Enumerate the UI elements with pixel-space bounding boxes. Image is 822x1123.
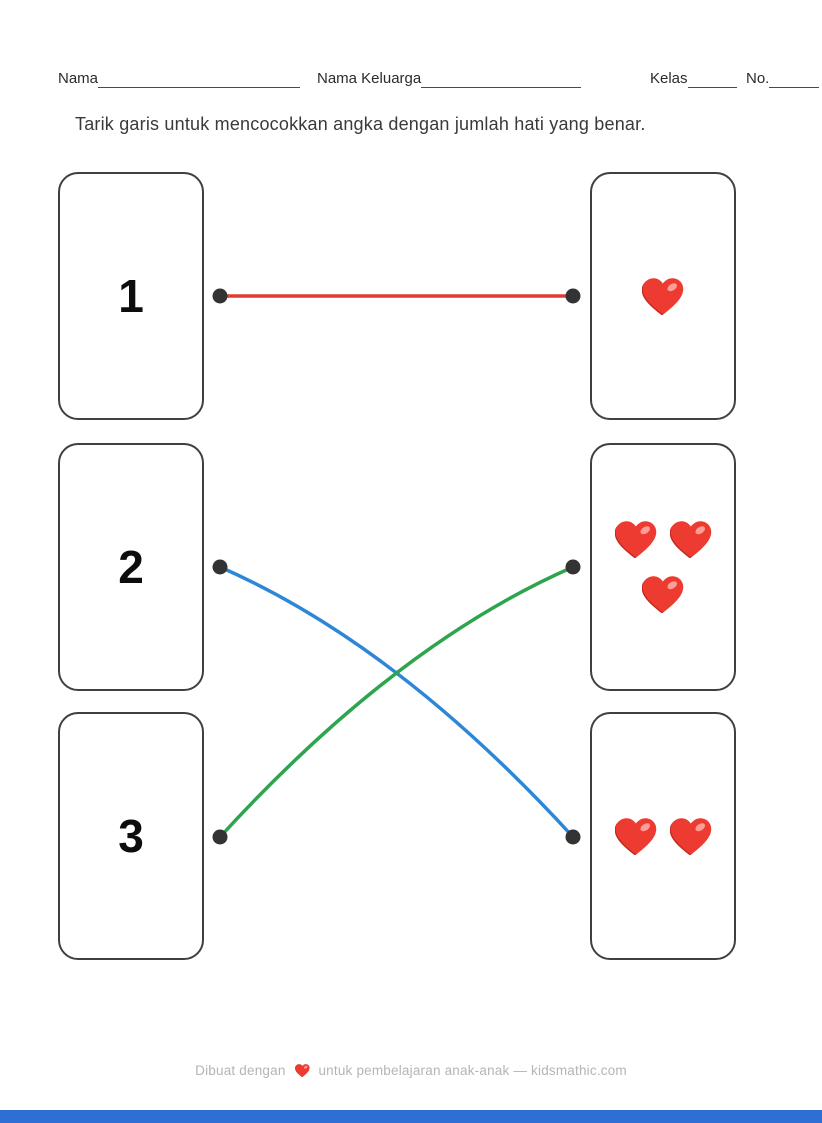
red-heart-icon	[294, 1064, 310, 1080]
number-input-line[interactable]	[769, 71, 820, 88]
heart-icon	[294, 1064, 310, 1078]
bottom-accent-bar	[0, 1110, 822, 1123]
connection-line	[218, 565, 575, 839]
name-input-line[interactable]	[98, 71, 301, 88]
heart-icon	[669, 817, 711, 855]
hearts-group	[614, 521, 712, 613]
connection-dot[interactable]	[212, 829, 228, 845]
connection-dot[interactable]	[565, 829, 581, 845]
heart-row	[614, 521, 712, 558]
class-input-line[interactable]	[687, 71, 737, 88]
footer-credit: Dibuat dengan untuk pembelajaran anak-an…	[0, 1063, 822, 1080]
heart-row	[642, 277, 684, 315]
class-field: Kelas	[650, 70, 737, 88]
heart-icon	[642, 576, 684, 613]
heart-icon	[614, 817, 656, 855]
number-field: No.	[746, 70, 820, 88]
heart-row	[642, 576, 684, 613]
hearts-card-one-heart[interactable]	[590, 172, 736, 420]
family-name-input-line[interactable]	[421, 71, 582, 88]
heart-row	[614, 817, 712, 855]
name-field: Nama	[58, 70, 301, 88]
heart-icon	[642, 277, 684, 315]
card-number-label: 1	[118, 270, 144, 322]
hearts-group	[614, 817, 712, 855]
instruction-text: Tarik garis untuk mencocokkan angka deng…	[75, 114, 646, 134]
heart-icon	[614, 521, 656, 558]
card-number-label: 2	[118, 541, 144, 593]
connection-dot[interactable]	[565, 559, 581, 575]
heart-icon	[669, 521, 711, 558]
connection-dot[interactable]	[212, 288, 228, 304]
hearts-group	[642, 277, 684, 315]
number-card-2[interactable]: 2	[58, 443, 204, 691]
card-number-label: 3	[118, 810, 144, 862]
class-label: Kelas	[650, 70, 688, 87]
number-label: No.	[746, 70, 770, 87]
connection-line	[218, 565, 575, 839]
connection-dot[interactable]	[212, 559, 228, 575]
hearts-card-three-hearts[interactable]	[590, 443, 736, 691]
hearts-card-two-hearts[interactable]	[590, 712, 736, 960]
connection-dot[interactable]	[565, 288, 581, 304]
name-label: Nama	[58, 70, 99, 87]
family-name-field: Nama Keluarga	[317, 70, 582, 88]
number-card-3[interactable]: 3	[58, 712, 204, 960]
number-card-1[interactable]: 1	[58, 172, 204, 420]
footer-text-after: untuk pembelajaran anak-anak — kidsmathi…	[318, 1063, 627, 1078]
family-name-label: Nama Keluarga	[317, 70, 422, 87]
footer-text-before: Dibuat dengan	[195, 1063, 286, 1078]
